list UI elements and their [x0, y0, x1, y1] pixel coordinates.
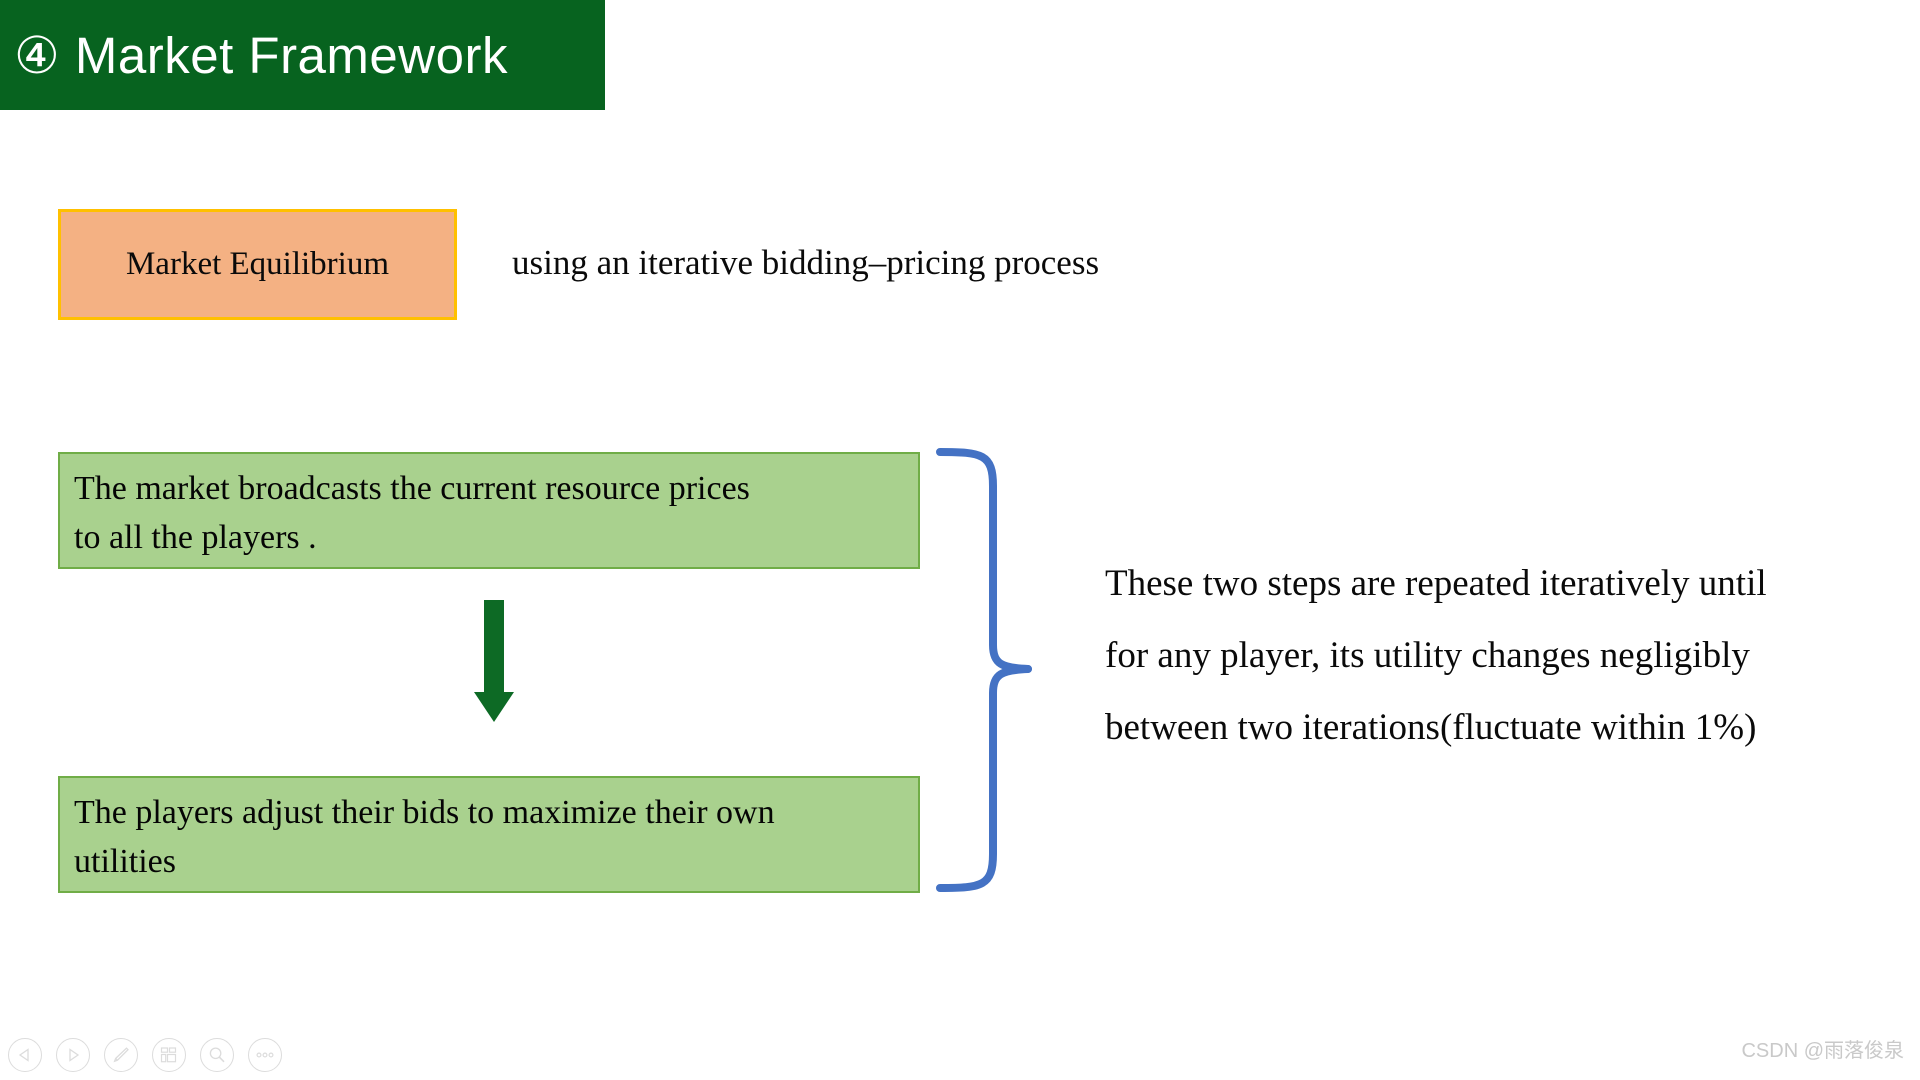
step-text-line-2: utilities	[74, 843, 176, 880]
step-box-adjust-bids: The players adjust their bids to maximiz…	[58, 776, 920, 893]
previous-slide-button[interactable]	[8, 1038, 42, 1072]
magnifier-icon	[207, 1045, 227, 1065]
process-caption: using an iterative bidding–pricing proce…	[512, 243, 1100, 282]
explanation-paragraph: These two steps are repeated iteratively…	[1105, 548, 1865, 764]
slide-title-banner: ④ Market Framework	[0, 0, 605, 110]
explanation-line: These two steps are repeated iteratively…	[1105, 563, 1767, 604]
step-text-line-2: to all the players .	[74, 519, 317, 556]
triangle-right-icon	[66, 1048, 80, 1062]
watermark: CSDN @雨落俊泉	[1741, 1040, 1904, 1062]
step-text-line-1: The market broadcasts the current resour…	[74, 470, 750, 507]
down-arrow-icon	[470, 600, 518, 724]
market-equilibrium-box: Market Equilibrium	[58, 209, 457, 320]
grid-slides-icon	[159, 1045, 179, 1065]
step-box-broadcast-prices: The market broadcasts the current resour…	[58, 452, 920, 569]
explanation-line: between two iterations(fluctuate within …	[1105, 707, 1757, 748]
next-slide-button[interactable]	[56, 1038, 90, 1072]
step-text-line-1: The players adjust their bids to maximiz…	[74, 794, 775, 831]
more-options-button[interactable]	[248, 1038, 282, 1072]
ellipsis-icon	[255, 1051, 275, 1059]
right-curly-brace-icon	[930, 440, 1040, 900]
pen-icon	[111, 1045, 131, 1065]
page-title: ④ Market Framework	[14, 26, 508, 84]
market-equilibrium-label: Market Equilibrium	[125, 246, 390, 282]
explanation-line: for any player, its utility changes negl…	[1105, 635, 1750, 676]
pen-tool-button[interactable]	[104, 1038, 138, 1072]
triangle-left-icon	[18, 1048, 32, 1062]
presentation-toolbar	[8, 1038, 282, 1072]
slide-overview-button[interactable]	[152, 1038, 186, 1072]
zoom-button[interactable]	[200, 1038, 234, 1072]
